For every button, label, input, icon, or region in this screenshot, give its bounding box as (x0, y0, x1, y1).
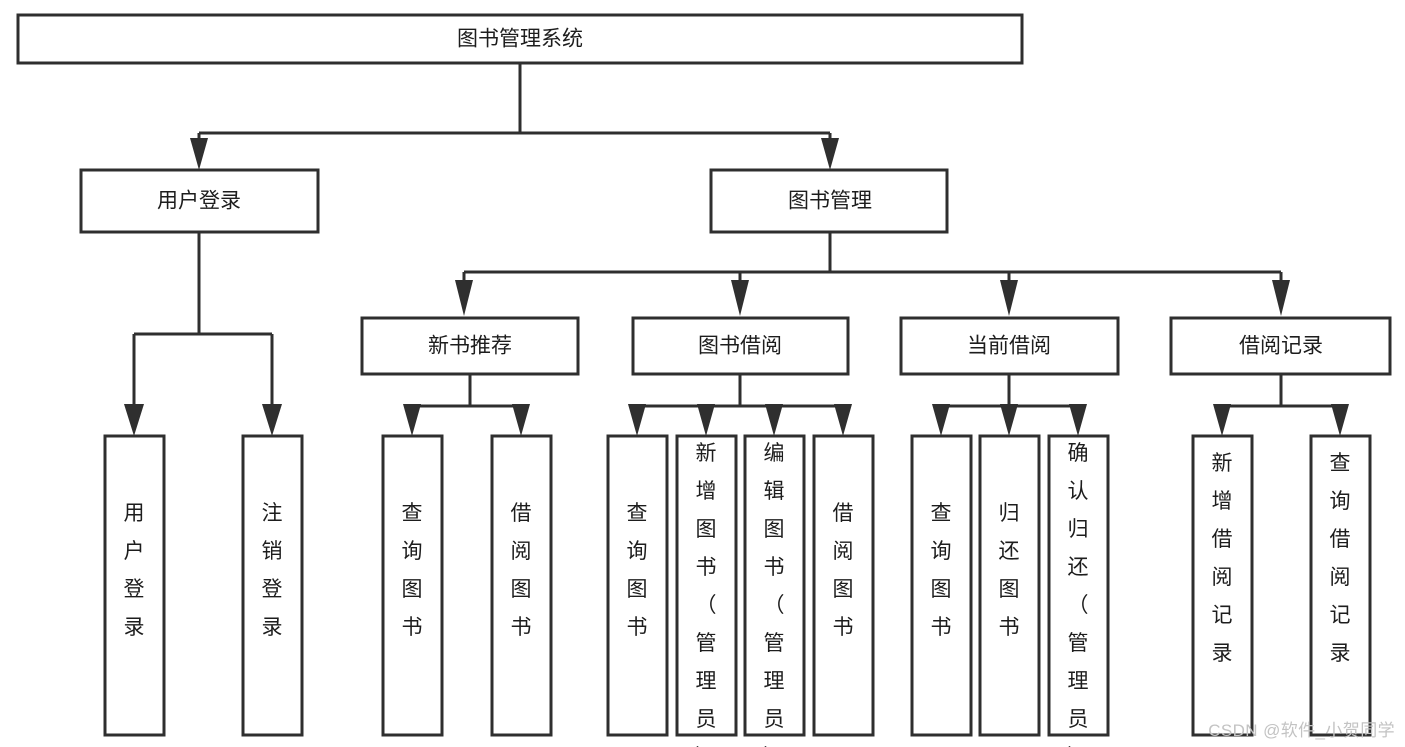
node-borrow-record-label: 借阅记录 (1239, 335, 1323, 358)
node-leaf-query-book-2[interactable]: 查询图书 (606, 434, 669, 737)
node-leaf-borrow-book-2[interactable]: 借阅图书 (812, 434, 875, 737)
node-new-book-recommend-box[interactable] (360, 316, 580, 376)
node-leaf-return-book-box[interactable] (978, 434, 1041, 737)
node-leaf-user-logout-label: 注销登录 (262, 502, 283, 639)
node-leaf-borrow-book-1-box[interactable] (490, 434, 553, 737)
arrow-borrow-record-leaf-2-icon (1331, 404, 1349, 436)
node-book-manage-box[interactable] (709, 168, 949, 234)
connector-layer (124, 63, 1349, 436)
node-leaf-confirm-return-label: 确认归还（管理员） (1068, 442, 1089, 747)
node-leaf-user-logout-box[interactable] (241, 434, 304, 737)
node-leaf-confirm-return[interactable]: 确认归还（管理员） (1047, 434, 1110, 747)
node-book-manage-label: 图书管理 (788, 190, 872, 213)
node-new-book-recommend-label: 新书推荐 (428, 335, 512, 358)
arrow-book-borrow-leaf-1-icon (628, 404, 646, 436)
arrow-book-borrow-leaf-3-icon (765, 404, 783, 436)
node-leaf-return-book[interactable]: 归还图书 (978, 434, 1041, 737)
arrow-root-to-user-login-icon (190, 138, 208, 170)
arrow-to-current-borrow-icon (1000, 280, 1018, 316)
node-leaf-return-book-label: 归还图书 (999, 502, 1020, 639)
node-current-borrow-box[interactable] (899, 316, 1120, 376)
node-leaf-add-record[interactable]: 新增借阅记录 (1191, 434, 1254, 737)
node-leaf-query-record-box[interactable] (1309, 434, 1372, 737)
node-leaf-query-record[interactable]: 查询借阅记录 (1309, 434, 1372, 737)
node-leaf-user-login[interactable]: 用户登录 (103, 434, 166, 737)
node-leaf-add-record-label: 新增借阅记录 (1212, 452, 1233, 665)
node-leaf-query-book-1-box[interactable] (381, 434, 444, 737)
arrow-current-borrow-leaf-3-icon (1069, 404, 1087, 436)
node-leaf-query-book-3-box[interactable] (910, 434, 973, 737)
node-user-login[interactable]: 用户登录 (79, 168, 320, 234)
node-leaf-confirm-return-box[interactable] (1047, 434, 1110, 737)
node-leaf-query-book-2-label: 查询图书 (627, 502, 648, 639)
arrow-to-book-borrow-icon (731, 280, 749, 316)
arrow-user-login-leaf-1-icon (124, 404, 144, 436)
node-leaf-user-login-label: 用户登录 (124, 502, 145, 639)
node-root-box[interactable] (16, 13, 1024, 65)
node-book-borrow[interactable]: 图书借阅 (631, 316, 850, 376)
node-leaf-add-record-box[interactable] (1191, 434, 1254, 737)
node-borrow-record-box[interactable] (1169, 316, 1392, 376)
node-borrow-record[interactable]: 借阅记录 (1169, 316, 1392, 376)
node-leaf-add-book-box[interactable] (675, 434, 738, 737)
node-user-login-label: 用户登录 (157, 190, 241, 213)
arrow-new-book-leaf-1-icon (403, 404, 421, 436)
node-leaf-query-book-3[interactable]: 查询图书 (910, 434, 973, 737)
node-book-borrow-label: 图书借阅 (698, 335, 782, 358)
node-root-label: 图书管理系统 (457, 28, 583, 51)
arrow-new-book-leaf-2-icon (512, 404, 530, 436)
node-book-manage[interactable]: 图书管理 (709, 168, 949, 234)
node-leaf-edit-book-box[interactable] (743, 434, 806, 737)
arrow-current-borrow-leaf-1-icon (932, 404, 950, 436)
node-leaf-borrow-book-1[interactable]: 借阅图书 (490, 434, 553, 737)
node-leaf-borrow-book-2-box[interactable] (812, 434, 875, 737)
arrow-to-new-book-recommend-icon (455, 280, 473, 316)
node-leaf-query-book-3-label: 查询图书 (931, 502, 952, 639)
node-leaf-borrow-book-2-label: 借阅图书 (833, 502, 854, 639)
node-current-borrow[interactable]: 当前借阅 (899, 316, 1120, 376)
arrow-book-borrow-leaf-2-icon (697, 404, 715, 436)
csdn-watermark: CSDN @软件_小贺同学 (1208, 721, 1395, 740)
leaf-layer: 用户登录 注销登录 查询图书 借阅图书 查询图书 新增图书（管理员） (103, 434, 1372, 747)
node-book-borrow-box[interactable] (631, 316, 850, 376)
node-leaf-query-book-1[interactable]: 查询图书 (381, 434, 444, 737)
node-leaf-query-book-1-label: 查询图书 (402, 502, 423, 639)
arrow-root-to-book-manage-icon (821, 138, 839, 170)
arrow-current-borrow-leaf-2-icon (1000, 404, 1018, 436)
node-leaf-add-book[interactable]: 新增图书（管理员） (675, 434, 738, 747)
node-root[interactable]: 图书管理系统 (16, 13, 1024, 65)
arrow-user-login-leaf-2-icon (262, 404, 282, 436)
arrow-borrow-record-leaf-1-icon (1213, 404, 1231, 436)
node-leaf-query-record-label: 查询借阅记录 (1330, 452, 1351, 665)
node-leaf-edit-book-label: 编辑图书（管理员） (764, 442, 785, 747)
node-leaf-edit-book[interactable]: 编辑图书（管理员） (743, 434, 806, 747)
node-user-login-box[interactable] (79, 168, 320, 234)
node-leaf-user-login-box[interactable] (103, 434, 166, 737)
node-current-borrow-label: 当前借阅 (967, 335, 1051, 358)
node-leaf-user-logout[interactable]: 注销登录 (241, 434, 304, 737)
arrow-book-borrow-leaf-4-icon (834, 404, 852, 436)
node-leaf-add-book-label: 新增图书（管理员） (696, 442, 717, 747)
node-new-book-recommend[interactable]: 新书推荐 (360, 316, 580, 376)
arrow-to-borrow-record-icon (1272, 280, 1290, 316)
node-leaf-query-book-2-box[interactable] (606, 434, 669, 737)
node-leaf-borrow-book-1-label: 借阅图书 (511, 502, 532, 639)
